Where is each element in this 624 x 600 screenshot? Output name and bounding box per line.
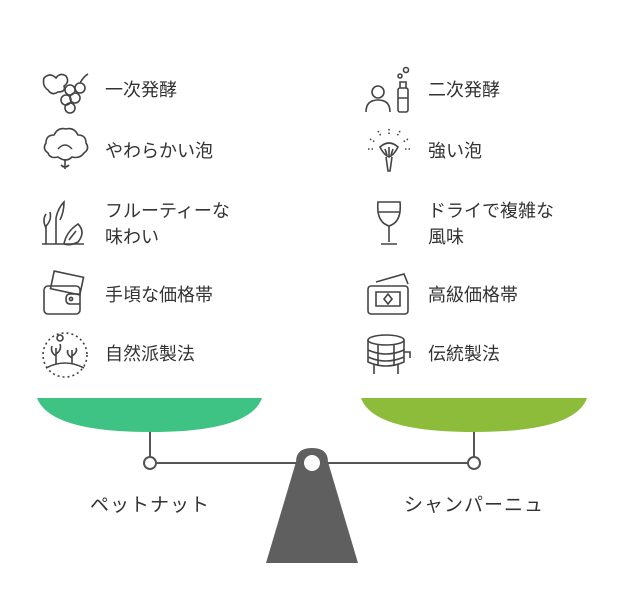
left-beam-joint <box>143 456 157 470</box>
right-beam-joint <box>467 456 481 470</box>
fulcrum <box>266 448 358 563</box>
left-item-label-2: やわらかい泡 <box>105 141 213 162</box>
right-item-label-3: ドライで複雑な 風味 <box>428 201 554 248</box>
left-item-label-5: 自然派製法 <box>105 344 195 365</box>
left-item-label-4: 手頃な価格帯 <box>105 285 213 306</box>
right-item-label-5: 伝統製法 <box>428 344 500 365</box>
left-item-label-1: 一次発酵 <box>105 80 177 101</box>
grapes-icon <box>40 68 90 118</box>
left-side-name: ペットナット <box>90 494 211 516</box>
left-pan <box>37 398 262 432</box>
barrel-icon <box>364 330 414 380</box>
soft-cloud-icon <box>40 125 90 175</box>
right-pan <box>361 398 587 432</box>
right-item-label-4: 高級価格帯 <box>428 285 518 306</box>
person-bottle-icon <box>364 66 414 116</box>
nature-plant-icon <box>40 330 90 380</box>
right-side-name: シャンパーニュ <box>404 494 545 516</box>
wallet-icon <box>40 270 90 320</box>
fulcrum-pivot <box>304 455 320 471</box>
sparkling-burst-icon <box>364 125 414 175</box>
right-item-label-1: 二次発酵 <box>428 80 500 101</box>
right-item-label-2: 強い泡 <box>428 141 482 162</box>
left-item-label-3: フルーティーな 味わい <box>105 201 230 248</box>
premium-card-icon <box>364 270 414 320</box>
plant-leaf-icon <box>40 198 90 248</box>
wine-glass-icon <box>364 198 414 248</box>
